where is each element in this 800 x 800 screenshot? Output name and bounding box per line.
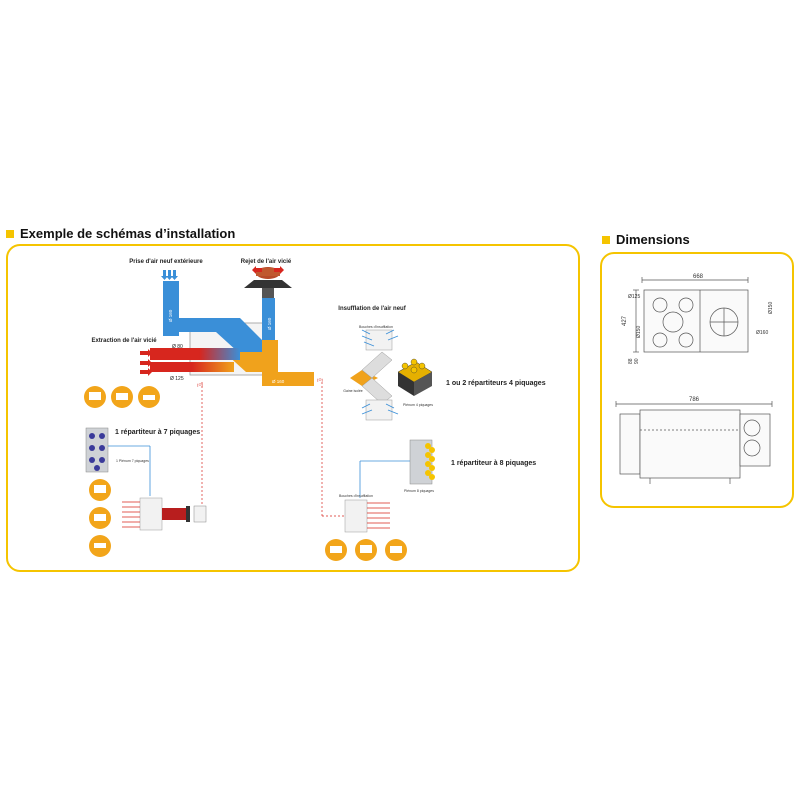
small-label: Bouches d'insufflation: [339, 494, 373, 498]
extraction-distributor: [122, 497, 207, 531]
unit-side-view-drawing: [615, 401, 773, 484]
dimensions-frame: [600, 252, 794, 508]
duct-diameter-label: Ø 160: [267, 317, 272, 330]
dim-width-top: 668: [693, 274, 704, 280]
insufflation-arrows-icon: [361, 329, 399, 415]
unit-front-view-drawing: [633, 277, 749, 353]
junction-marker: (⊙): [317, 377, 324, 382]
dim-diameter-150-right: Ø150: [768, 302, 774, 314]
insufflation-splitter: [350, 329, 393, 421]
label-stale-air-extraction: Extraction de l'air vicié: [91, 338, 157, 344]
plenum-8-piquages-icon: [409, 439, 435, 485]
dimensions-section-title: Dimensions: [602, 232, 690, 247]
exhaust-duct: [262, 298, 275, 340]
small-label: Plénum 4 piquages: [403, 403, 433, 407]
fresh-air-intake-duct: [163, 281, 179, 336]
room-icons-extraction-bottom: [89, 479, 111, 557]
connector-lines: [201, 382, 345, 517]
junction-marker: (⊙): [197, 382, 204, 387]
install-title-text: Exemple de schémas d’installation: [20, 226, 236, 241]
title-bullet-icon: [602, 235, 610, 244]
room-icons-insufflation: [325, 539, 407, 561]
small-label: Bouches d'insufflation: [359, 325, 393, 329]
install-section-title: Exemple de schémas d’installation: [6, 226, 235, 241]
supply-duct-elbow: [264, 360, 276, 374]
plenum-4-piquages-icon: [397, 358, 433, 396]
dim-offset-88: 88: [628, 358, 634, 364]
dim-height-left: 427: [622, 315, 628, 326]
label-4-piquages: 1 ou 2 répartiteurs 4 piquages: [446, 380, 546, 387]
install-diagram-frame: [6, 244, 580, 572]
title-bullet-icon: [6, 229, 14, 238]
plenum-7-piquages-icon: [85, 427, 109, 473]
small-label: Plénum 8 piquages: [404, 489, 434, 493]
small-label: 1 Plénum 7 piquages: [116, 459, 149, 463]
room-icons-extraction-top: [84, 386, 160, 408]
extraction-duct-lower: [150, 362, 234, 372]
duct-diameter-label: Ø 160: [168, 309, 173, 322]
crossflow-duct-blue: [179, 318, 262, 352]
small-label: Gaine isolée: [343, 389, 363, 393]
extraction-arrows-icon: [140, 349, 152, 376]
dim-diameter-125: Ø125: [628, 294, 640, 300]
duct-diameter-label: Ø 80: [172, 344, 183, 350]
insufflation-distributor: [344, 499, 390, 533]
dim-diameter-160: Ø160: [756, 330, 768, 336]
duct-diameter-label: Ø 125: [170, 376, 184, 382]
fresh-air-arrows-icon: [161, 270, 178, 280]
supply-air-duct: [262, 372, 314, 386]
dim-offset-90: 90: [634, 358, 640, 364]
duct-diameter-label: Ø 160: [272, 379, 285, 384]
extraction-duct-upper: [150, 348, 240, 360]
dim-width-bottom: 786: [689, 397, 700, 403]
label-fresh-air-insufflation: Insufflation de l'air neuf: [338, 306, 406, 312]
dim-diameter-150-left: Ø150: [636, 326, 642, 338]
label-fresh-air-intake: Prise d'air neuf extérieure: [129, 259, 203, 265]
label-stale-air-exhaust: Rejet de l'air vicié: [241, 259, 292, 265]
dimensions-title-text: Dimensions: [616, 232, 690, 247]
exhaust-arrows-icon: [252, 266, 284, 274]
label-8-piquages: 1 répartiteur à 8 piquages: [451, 460, 536, 467]
label-7-piquages: 1 répartiteur à 7 piquages: [115, 429, 200, 436]
